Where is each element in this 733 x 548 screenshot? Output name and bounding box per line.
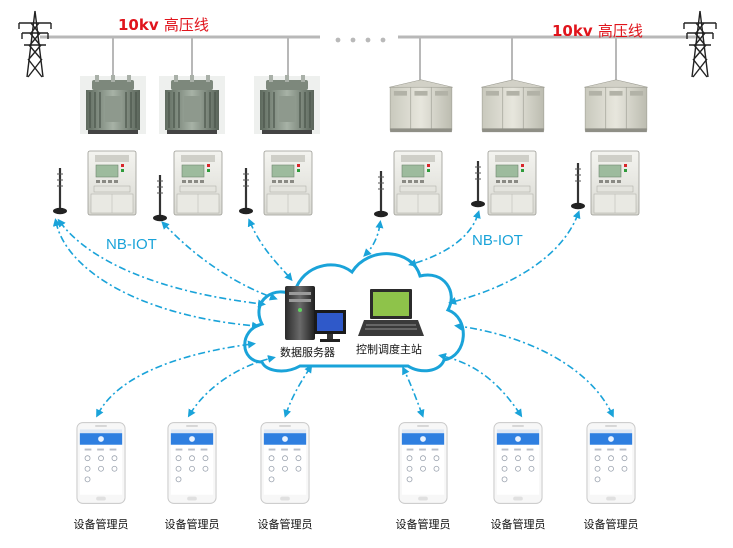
box-substation-icon (583, 79, 649, 133)
antenna-icon (238, 166, 254, 216)
phone-caption: 设备管理员 (490, 518, 546, 531)
monitoring-terminal-icon (87, 150, 137, 216)
voltage-value: 10kv (552, 22, 593, 40)
antenna-icon (470, 159, 486, 209)
smartphone-icon (586, 422, 636, 504)
monitoring-terminal-icon (487, 150, 537, 216)
smartphone-icon (398, 422, 448, 504)
smartphone-icon (76, 422, 126, 504)
nb-iot-label-left: NB-IOT (106, 236, 157, 253)
box-substation-icon (388, 79, 454, 133)
antenna-icon (373, 169, 389, 219)
cloud-icon (243, 252, 465, 373)
phone-caption: 设备管理员 (164, 518, 220, 531)
hv-line-label-left: 10kv 高压线 (118, 14, 209, 35)
oil-transformer-icon (253, 74, 321, 135)
phone-caption: 设备管理员 (395, 518, 451, 531)
data-server-label: 数据服务器 (280, 346, 335, 359)
monitor-icon (314, 310, 346, 342)
smartphone-icon (493, 422, 543, 504)
laptop-icon (358, 289, 424, 336)
monitoring-terminal-icon (263, 150, 313, 216)
line-name: 高压线 (597, 22, 643, 40)
antenna-icon (570, 161, 586, 211)
monitoring-terminal-icon (590, 150, 640, 216)
nb-iot-label-right: NB-IOT (472, 232, 523, 249)
monitoring-terminal-icon (393, 150, 443, 216)
phone-caption: 设备管理员 (583, 518, 639, 531)
wireless-links (52, 210, 614, 418)
antenna-icon (152, 173, 168, 223)
antenna-icon (52, 166, 68, 216)
box-substation-icon (480, 79, 546, 133)
transmission-tower-icon (18, 10, 52, 78)
voltage-value: 10kv (118, 16, 159, 34)
phone-caption: 设备管理员 (257, 518, 313, 531)
server-icon (285, 286, 315, 340)
oil-transformer-icon (158, 74, 226, 135)
high-voltage-line (40, 35, 700, 82)
hv-line-label-right: 10kv 高压线 (552, 20, 643, 41)
transmission-tower-icon (683, 10, 717, 78)
smartphone-icon (260, 422, 310, 504)
control-station-label: 控制调度主站 (356, 343, 422, 356)
oil-transformer-icon (79, 74, 147, 135)
smartphone-icon (167, 422, 217, 504)
line-name: 高压线 (163, 16, 209, 34)
phone-caption: 设备管理员 (73, 518, 129, 531)
monitoring-terminal-icon (173, 150, 223, 216)
